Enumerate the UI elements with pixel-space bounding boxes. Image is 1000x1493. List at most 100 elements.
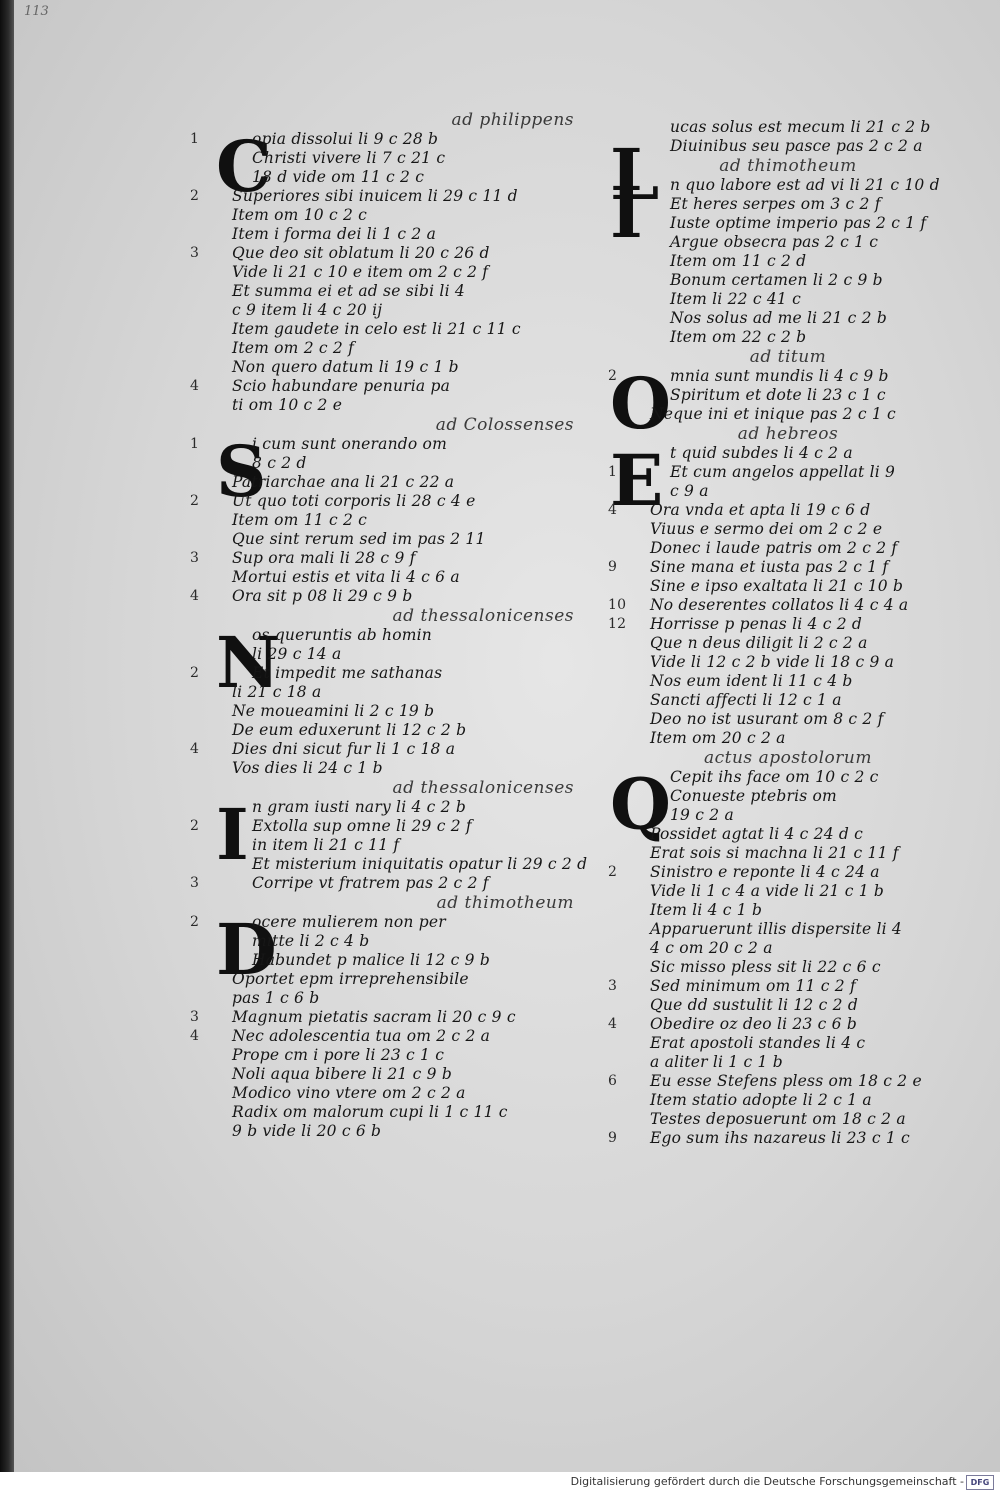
text-line: os queruntis ab homin xyxy=(190,626,590,645)
line-text: Et heres serpes om 3 c 2 f xyxy=(670,195,881,213)
text-line: 19 c 2 a xyxy=(608,806,968,825)
chapter-number: 3 xyxy=(608,978,618,994)
text-line: Iuste optime imperio pas 2 c 1 f xyxy=(608,214,968,233)
chapter-number: 1 xyxy=(608,464,618,480)
chapter-number: 12 xyxy=(608,616,627,632)
digitization-credit: Digitalisierung gefördert durch die Deut… xyxy=(570,1475,964,1488)
section-heading: ad thimotheum xyxy=(719,156,857,176)
line-text: Ut quo toti corporis li 28 c 4 e xyxy=(232,492,476,510)
text-line: Erat apostoli standes li 4 c xyxy=(608,1034,968,1053)
text-line: Noli aqua bibere li 21 c 9 b xyxy=(190,1065,590,1084)
chapter-number: 6 xyxy=(608,1073,618,1089)
line-text: mnia sunt mundis li 4 c 9 b xyxy=(670,367,889,385)
line-text: Mortui estis et vita li 4 c 6 a xyxy=(232,568,460,586)
line-text: Prope cm i pore li 23 c 1 c xyxy=(232,1046,445,1064)
text-line: c 9 item li 4 c 20 ij xyxy=(190,301,590,320)
text-line: Item i forma dei li 1 c 2 a xyxy=(190,225,590,244)
text-line: Item gaudete in celo est li 21 c 11 c xyxy=(190,320,590,339)
line-text: opia dissolui li 9 c 28 b xyxy=(252,130,439,148)
line-text: Superiores sibi inuicem li 29 c 11 d xyxy=(232,187,518,205)
text-line: Erat sois si machna li 21 c 11 f xyxy=(608,844,968,863)
text-line: a aliter li 1 c 1 b xyxy=(608,1053,968,1072)
text-line: t quid subdes li 4 c 2 a xyxy=(608,444,968,463)
chapter-number: 3 xyxy=(190,1009,200,1025)
footer-bar: Digitalisierung gefördert durch die Deut… xyxy=(0,1472,1000,1493)
line-text: Modico vino vtere om 2 c 2 a xyxy=(232,1084,466,1102)
line-text: Et summa ei et ad se sibi li 4 xyxy=(232,282,465,300)
line-text: li 21 c 18 a xyxy=(232,683,322,701)
decorated-initial: E xyxy=(610,439,664,522)
line-text: Magnum pietatis sacram li 20 c 9 c xyxy=(232,1008,516,1026)
text-line: Sine e ipso exaltata li 21 c 10 b xyxy=(608,577,968,596)
chapter-number: 2 xyxy=(190,818,200,834)
line-text: Patriarchae ana li 21 c 22 a xyxy=(232,473,455,491)
line-text: os queruntis ab homin xyxy=(252,626,432,644)
chapter-number: 2 xyxy=(608,368,618,384)
line-text: mitte li 2 c 4 b xyxy=(252,932,370,950)
text-line: Item om 10 c 2 c xyxy=(190,206,590,225)
text-line: Neque ini et inique pas 2 c 1 c xyxy=(608,405,968,424)
text-line: Deo no ist usurant om 8 c 2 f xyxy=(608,710,968,729)
decorated-initial: L xyxy=(610,133,660,216)
line-text: Item li 22 c 41 c xyxy=(670,290,801,308)
line-text: c 9 item li 4 c 20 ij xyxy=(232,301,383,319)
section-heading: ad philippens xyxy=(451,110,574,130)
text-line: Et misterium iniquitatis opatur li 29 c … xyxy=(190,855,590,874)
line-text: Horrisse p penas li 4 c 2 d xyxy=(650,615,863,633)
text-line: Modico vino vtere om 2 c 2 a xyxy=(190,1084,590,1103)
chapter-number: 2 xyxy=(190,665,200,681)
chapter-number: 10 xyxy=(608,597,627,613)
chapter-number: 4 xyxy=(608,502,618,518)
section-heading: ad hebreos xyxy=(737,424,839,444)
text-line: Christi vivere li 7 c 21 c xyxy=(190,149,590,168)
line-text: Item i forma dei li 1 c 2 a xyxy=(232,225,437,243)
text-line: Cepit ihs face om 10 c 2 c xyxy=(608,768,968,787)
text-line: Bonum certamen li 2 c 9 b xyxy=(608,271,968,290)
folio-number: 113 xyxy=(24,4,49,19)
text-line: Que sint rerum sed im pas 2 11 xyxy=(190,530,590,549)
line-text: Item statio adopte li 2 c 1 a xyxy=(650,1091,872,1109)
line-text: Erat sois si machna li 21 c 11 f xyxy=(650,844,899,862)
text-line: Patriarchae ana li 21 c 22 a xyxy=(190,473,590,492)
text-line: Nos eum ident li 11 c 4 b xyxy=(608,672,968,691)
line-text: Neque ini et inique pas 2 c 1 c xyxy=(650,405,896,423)
line-text: Radix om malorum cupi li 1 c 11 c xyxy=(232,1103,508,1121)
text-line: Que n deus diligit li 2 c 2 a xyxy=(608,634,968,653)
text-line: n gram iusti nary li 4 c 2 b xyxy=(190,798,590,817)
text-line: ti om 10 c 2 e xyxy=(190,396,590,415)
line-text: Vide li 12 c 2 b vide li 18 c 9 a xyxy=(650,653,895,671)
line-text: a aliter li 1 c 1 b xyxy=(650,1053,783,1071)
line-text: Sancti affecti li 12 c 1 a xyxy=(650,691,842,709)
line-text: Ne moueamini li 2 c 19 b xyxy=(232,702,435,720)
line-text: Item om 2 c 2 f xyxy=(232,339,355,357)
line-text: Item om 20 c 2 a xyxy=(650,729,786,747)
text-line: 9 b vide li 20 c 6 b xyxy=(190,1122,590,1141)
text-line: Habundet p malice li 12 c 9 b xyxy=(190,951,590,970)
line-text: Conueste ptebris om xyxy=(670,787,837,805)
text-line: Item li 22 c 41 c xyxy=(608,290,968,309)
text-line: Diuinibus seu pasce pas 2 c 2 a xyxy=(608,137,968,156)
line-text: Vide li 1 c 4 a vide li 21 c 1 b xyxy=(650,882,885,900)
text-line: Non quero datum li 19 c 1 b xyxy=(190,358,590,377)
line-text: Deo no ist usurant om 8 c 2 f xyxy=(650,710,884,728)
decorated-initial: D xyxy=(216,908,277,991)
text-line: Oportet epm irreprehensibile xyxy=(190,970,590,989)
line-text: Obedire oz deo li 23 c 6 b xyxy=(650,1015,857,1033)
line-text: Ego sum ihs nazareus li 23 c 1 c xyxy=(650,1129,910,1147)
decorated-initial: Q xyxy=(610,763,671,846)
